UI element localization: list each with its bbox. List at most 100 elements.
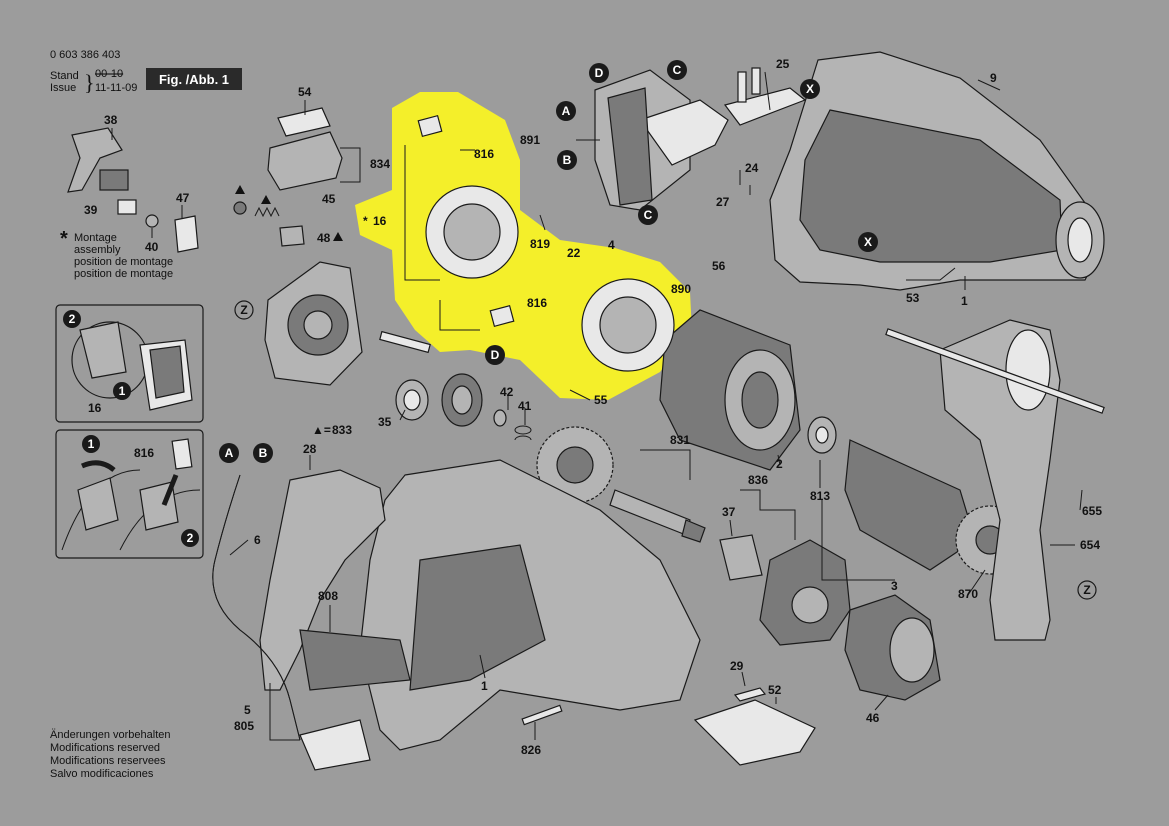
marker-inset-1-low: 1: [82, 435, 100, 453]
callout-35: 35: [378, 415, 392, 429]
callout-2: 2: [776, 457, 783, 471]
callout-inset-816: 816: [134, 446, 154, 460]
header-brace: }: [84, 70, 95, 95]
callout-46: 46: [866, 711, 880, 725]
callout-55: 55: [594, 393, 608, 407]
svg-text:C: C: [673, 63, 682, 77]
callout-3: 3: [891, 579, 898, 593]
handle-shell-28: [259, 469, 386, 691]
inset-box-brush-replace: [55, 429, 204, 559]
callout-22: 22: [567, 246, 581, 260]
svg-text:2: 2: [69, 312, 76, 326]
callout-833: 833: [332, 423, 352, 437]
svg-text:2: 2: [187, 531, 194, 545]
part-39: [117, 199, 137, 215]
aux-handle-654: [885, 319, 1105, 641]
marker-B-top: B: [557, 150, 577, 170]
callout-45: 45: [322, 192, 336, 206]
marker-X-mid: X: [858, 232, 878, 252]
callout-6: 6: [254, 533, 261, 547]
callout-834: 834: [370, 157, 390, 171]
screw-826: [521, 704, 563, 726]
gear: [536, 426, 614, 504]
callout-826: 826: [521, 743, 541, 757]
callout-inset-16: 16: [88, 401, 102, 415]
svg-text:1: 1: [88, 437, 95, 451]
footer-line-4: Salvo modificaciones: [50, 768, 154, 780]
marker-D-top: D: [589, 63, 609, 83]
motor-housing-9: [769, 51, 1105, 291]
svg-text:A: A: [225, 446, 234, 460]
callout-805: 805: [234, 719, 254, 733]
callout-38: 38: [104, 113, 118, 127]
svg-text:X: X: [864, 235, 872, 249]
svg-text:D: D: [595, 66, 604, 80]
bolt-long: [379, 330, 431, 354]
switch-4: [594, 69, 729, 211]
fig-label-box: [146, 68, 242, 90]
marker-C-top: C: [667, 60, 687, 80]
bushing-37: [719, 534, 763, 581]
washer-42: [493, 409, 507, 427]
callout-833-prefix: ▲=: [312, 423, 331, 437]
marker-inset-2-top: 2: [63, 310, 81, 328]
part-29: [733, 687, 767, 702]
callout-4: 4: [608, 238, 615, 252]
chuck-46: [844, 594, 941, 701]
callout-41: 41: [518, 399, 532, 413]
callout-655: 655: [1082, 504, 1102, 518]
legend-line-2: assembly: [74, 244, 121, 256]
callout-813: 813: [810, 489, 830, 503]
marker-inset-2-low: 2: [181, 529, 199, 547]
gear-housing-836: [759, 539, 851, 646]
callout-47: 47: [176, 191, 190, 205]
part-52: [693, 699, 816, 766]
callout-890: 890: [671, 282, 691, 296]
part-47: [174, 215, 199, 253]
callout-9: 9: [990, 71, 997, 85]
callout-819: 819: [530, 237, 550, 251]
marker-B-low: B: [253, 443, 273, 463]
callout-5: 5: [244, 703, 251, 717]
svg-text:C: C: [644, 208, 653, 222]
callout-54: 54: [298, 85, 312, 99]
brush-holder-ring-1: [425, 185, 519, 279]
legend-line-3: position de montage: [74, 256, 173, 268]
latch-25: [723, 67, 807, 126]
callout-40: 40: [145, 240, 159, 254]
part-number: 0 603 386 403: [50, 49, 120, 61]
marker-X-top: X: [800, 79, 820, 99]
svg-text:X: X: [806, 82, 814, 96]
fig-label: Fig. /Abb. 1: [159, 72, 229, 87]
cover-834: [267, 107, 343, 191]
callout-56: 56: [712, 259, 726, 273]
svg-text:Z: Z: [240, 303, 247, 317]
power-cable-805: [212, 474, 371, 771]
issue-label: Issue: [50, 82, 76, 94]
callout-48: 48: [317, 231, 331, 245]
bearing-plate: [264, 261, 363, 386]
stator-2: [659, 309, 801, 471]
footer-line-1: Änderungen vorbehalten: [50, 729, 170, 741]
svg-text:Z: Z: [1083, 583, 1090, 597]
callout-831: 831: [670, 433, 690, 447]
marker-A-low: A: [219, 443, 239, 463]
carbon-brush-2: [489, 304, 515, 328]
callout-42: 42: [500, 385, 514, 399]
callout-1b: 1: [481, 679, 488, 693]
marker-circles: D C A B X C X D: [63, 60, 1097, 600]
marker-C-mid: C: [638, 205, 658, 225]
bearing-35: [395, 379, 429, 421]
sleeve-808: [299, 629, 411, 691]
callout-1a: 1: [961, 294, 968, 308]
triangle-markers: [235, 185, 343, 241]
inset-box-brush-holder: [55, 304, 204, 423]
stand-value: 00-10: [95, 68, 123, 80]
part-40: [145, 214, 159, 228]
footer-line-3: Modifications reservees: [50, 755, 166, 767]
callout-654: 654: [1080, 538, 1100, 552]
svg-text:D: D: [491, 348, 500, 362]
callout-52: 52: [768, 683, 782, 697]
issue-value: 11-11-09: [95, 82, 137, 94]
